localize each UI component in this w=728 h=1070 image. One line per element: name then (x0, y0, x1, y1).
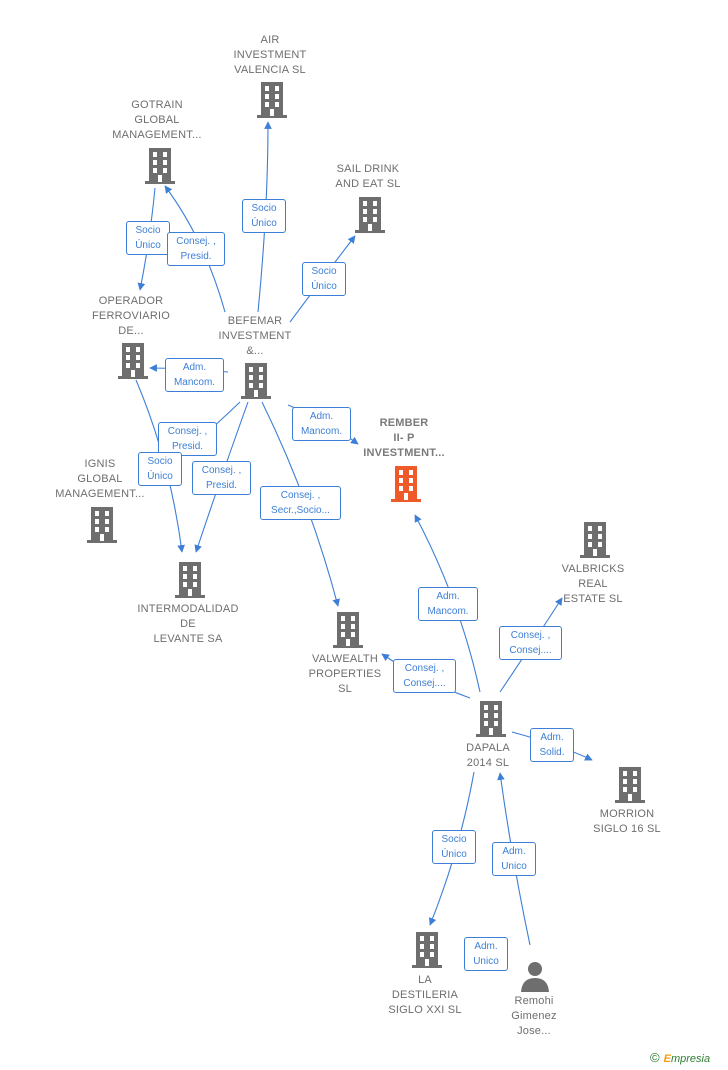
edge-label-rember-adm[interactable]: Adm. Mancom. (292, 407, 351, 441)
edge-label-operador-adm[interactable]: Adm. Mancom. (165, 358, 224, 392)
building-icon (391, 466, 421, 502)
company-label[interactable]: IGNIS GLOBAL MANAGEMENT... (55, 458, 145, 500)
building-icon (333, 612, 363, 648)
edge-label-rember-adm-dapala[interactable]: Adm. Mancom. (418, 587, 478, 621)
building-icon (615, 767, 645, 803)
copyright-symbol: © (650, 1050, 660, 1065)
building-icon (257, 82, 287, 118)
company-label[interactable]: LA DESTILERIA SIGLO XXI SL (388, 974, 462, 1016)
company-label[interactable]: SAIL DRINK AND EAT SL (335, 163, 401, 190)
edge-label-gotrain-consej[interactable]: Consej. , Presid. (167, 232, 225, 266)
building-icon (241, 363, 271, 399)
edge-label-dapala-adm[interactable]: Adm. Unico (492, 842, 536, 876)
company-label[interactable]: INTERMODALIDAD DE LEVANTE SA (137, 603, 239, 645)
company-label[interactable]: VALWEALTH PROPERTIES SL (308, 653, 382, 695)
company-label[interactable]: REMBER II- P INVESTMENT... (363, 417, 445, 459)
building-icon (118, 343, 148, 379)
person-label[interactable]: Remohi Gimenez Jose... (511, 995, 557, 1037)
edge-label-inter-consej-2[interactable]: Consej. , Presid. (192, 461, 251, 495)
building-icon (175, 562, 205, 598)
building-icon (476, 701, 506, 737)
building-icon (87, 507, 117, 543)
building-icon (355, 197, 385, 233)
edge-label-sail-socio[interactable]: Socio Único (302, 262, 346, 296)
edge-label-air-socio[interactable]: Socio Único (242, 199, 286, 233)
edge-label-valbricks-consej[interactable]: Consej. , Consej.... (499, 626, 562, 660)
company-label[interactable]: GOTRAIN GLOBAL MANAGEMENT... (112, 99, 202, 141)
brand-initial: E (663, 1053, 671, 1065)
company-label[interactable]: AIR INVESTMENT VALENCIA SL (233, 34, 307, 76)
building-icon (580, 522, 610, 558)
edge-label-valwealth-consej-dapala[interactable]: Consej. , Consej.... (393, 659, 456, 693)
edge-label-gotrain-socio[interactable]: Socio Único (126, 221, 170, 255)
edge-label-inter-consej-1[interactable]: Consej. , Presid. (158, 422, 217, 456)
company-label[interactable]: BEFEMAR INVESTMENT &... (218, 315, 292, 357)
edge-label-morrion-adm[interactable]: Adm. Solid. (530, 728, 574, 762)
brand-watermark: ©Empresia (650, 1050, 710, 1065)
edge-label-destileria-adm[interactable]: Adm. Unico (464, 937, 508, 971)
person-icon (521, 962, 549, 992)
company-label[interactable]: MORRION SIGLO 16 SL (593, 808, 661, 835)
company-label[interactable]: OPERADOR FERROVIARIO DE... (92, 295, 170, 337)
building-icon (412, 932, 442, 968)
edge-label-inter-socio[interactable]: Socio Único (138, 452, 182, 486)
building-icon (145, 148, 175, 184)
company-label[interactable]: DAPALA 2014 SL (466, 742, 510, 769)
edge-label-destileria-socio[interactable]: Socio Único (432, 830, 476, 864)
brand-name: mpresia (670, 1053, 711, 1065)
edge-label-valwealth-consej-befemar[interactable]: Consej. , Secr.,Socio... (260, 486, 341, 520)
company-label[interactable]: VALBRICKS REAL ESTATE SL (561, 563, 625, 605)
